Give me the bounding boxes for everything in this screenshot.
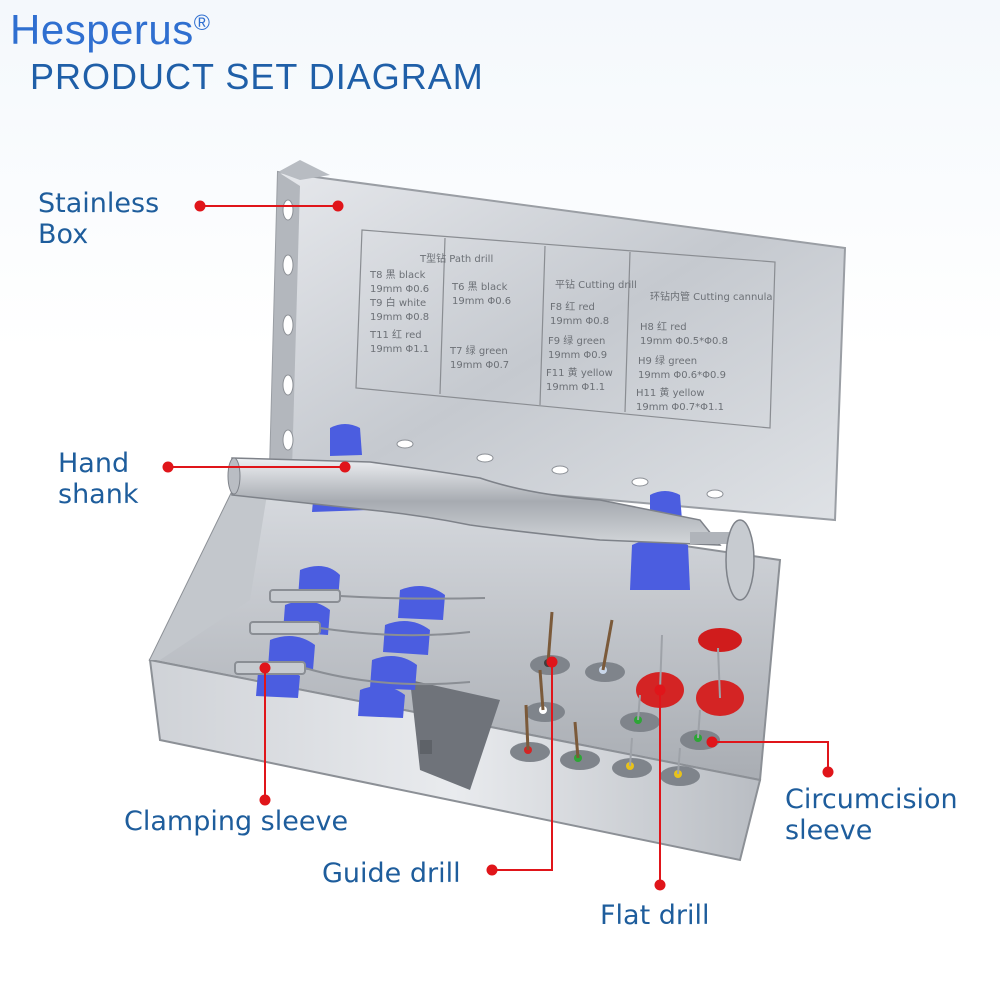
callout-lines <box>168 205 829 885</box>
lid-table-cell: F9 绿 green <box>548 334 605 347</box>
lid-table-cell: 19mm Φ0.8 <box>550 316 609 327</box>
lid-table-cell: 19mm Φ1.1 <box>370 344 429 355</box>
lid-table-cell: 19mm Φ1.1 <box>546 382 605 393</box>
lid-table-cell: 19mm Φ0.7 <box>450 360 509 371</box>
stainless-box-tray <box>148 476 782 862</box>
lid-table-cell: F8 红 red <box>550 300 595 313</box>
label-hand-shank: Hand shank <box>58 448 138 510</box>
lid-table-col3-head: 环钻内管 Cutting cannula <box>650 290 773 303</box>
lid-table-cell: 19mm Φ0.8 <box>370 312 429 323</box>
clamping-sleeves <box>234 589 486 686</box>
lid-table-cell: 19mm Φ0.7*Φ1.1 <box>636 402 724 413</box>
lid-table-col1-head: T型钻 Path drill <box>419 252 493 265</box>
stainless-box-lid: T型钻 Path drill T8 黑 black 19mm Φ0.6 T9 白… <box>268 160 847 522</box>
label-flat-drill: Flat drill <box>600 900 710 931</box>
lid-table-col2-head: 平钻 Cutting drill <box>555 278 637 291</box>
drill-holder <box>510 611 744 786</box>
lid-table-cell: 19mm Φ0.6*Φ0.9 <box>638 370 726 381</box>
lid-table-cell: 19mm Φ0.6 <box>452 296 511 307</box>
label-line: Box <box>38 219 89 250</box>
lid-table-cell: 19mm Φ0.9 <box>548 350 607 361</box>
lid-table-cell: 19mm Φ0.5*Φ0.8 <box>640 336 728 347</box>
label-circumcision-sleeve: Circumcision sleeve <box>785 784 958 846</box>
brand-logo: Hesperus® <box>10 6 210 54</box>
lid-table-cell: T7 绿 green <box>449 344 508 357</box>
brand-name: Hesperus <box>10 6 194 53</box>
lid-table-cell: H8 红 red <box>640 320 687 333</box>
lid-table-cell: T8 黑 black <box>369 269 426 281</box>
label-clamping-sleeve: Clamping sleeve <box>124 806 349 837</box>
lid-table-cell: H9 绿 green <box>638 354 697 367</box>
label-line: sleeve <box>785 815 873 846</box>
label-line: Circumcision <box>785 784 958 815</box>
hand-shank <box>227 457 755 601</box>
registered-mark: ® <box>193 10 211 35</box>
lid-table-cell: 19mm Φ0.6 <box>370 284 429 295</box>
label-line: shank <box>58 479 139 510</box>
label-stainless-box: Stainless Box <box>38 188 159 250</box>
lid-table-cell: F11 黄 yellow <box>546 366 613 379</box>
label-line: Stainless <box>38 188 160 219</box>
lid-table-cell: T9 白 white <box>369 296 426 309</box>
page-title: PRODUCT SET DIAGRAM <box>30 56 484 97</box>
callout-dots <box>162 200 834 891</box>
label-line: Hand <box>58 448 130 479</box>
label-guide-drill: Guide drill <box>322 858 461 889</box>
lid-table-cell: H11 黄 yellow <box>636 386 705 399</box>
lid-table-cell: T6 黑 black <box>451 281 508 293</box>
lid-table-cell: T11 红 red <box>369 328 422 341</box>
